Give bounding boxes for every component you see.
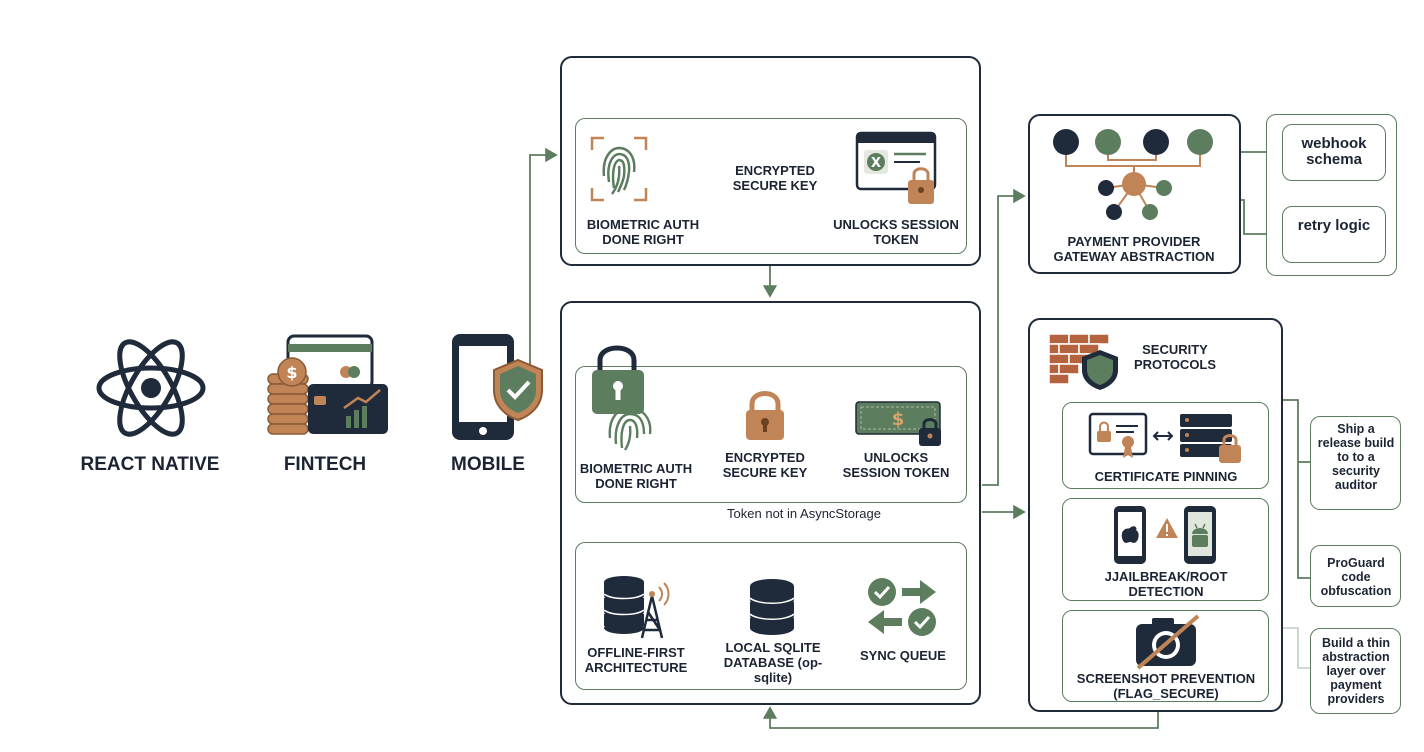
sync-queue-label: SYNC QUEUE: [860, 648, 946, 663]
jailbreak-detection-label: JJAILBREAK/ROOT DETECTION: [1104, 569, 1228, 599]
screenshot-prevention-label: SCREENSHOT PREVENTION (FLAG_SECURE): [1076, 671, 1256, 701]
encrypted-key-label-mid: ENCRYPTED SECURE KEY: [722, 450, 808, 480]
padlock-fingerprint-icon: [592, 345, 652, 451]
offline-first-label: OFFLINE-FIRST ARCHITECTURE: [584, 645, 688, 675]
proguard-note: [1310, 545, 1401, 607]
fintech-icon: $: [267, 334, 388, 435]
unlocks-session-label-mid: UNLOCKS SESSION TOKEN: [842, 450, 950, 480]
biometric-auth-label-mid: BIOMETRIC AUTH DONE RIGHT: [579, 461, 693, 491]
svg-text:$: $: [892, 409, 905, 430]
payment-gateway-label: PAYMENT PROVIDER GATEWAY ABSTRACTION: [1053, 234, 1215, 264]
local-sqlite-label: LOCAL SQLITE DATABASE (op-sqlite): [723, 640, 823, 685]
mobile-label: MOBILE: [451, 454, 525, 475]
certificate-server-icon: [1088, 412, 1241, 463]
webhook-schema-box[interactable]: [1282, 124, 1386, 181]
jailbreak-phones-icon: [1114, 506, 1216, 564]
camera-blocked-icon: [1136, 614, 1200, 670]
sync-queue-icon: [868, 578, 936, 636]
retry-logic-label: retry logic: [1297, 217, 1371, 234]
abstraction-layer-label: Build a thin abstraction layer over paym…: [1321, 636, 1391, 706]
database-antenna-icon: [603, 576, 670, 639]
mobile-shield-icon: [452, 334, 543, 440]
abstraction-layer-note: [1310, 628, 1401, 714]
release-audit-note: [1310, 416, 1401, 510]
security-protocols-label: SECURITY PROTOCOLS: [1133, 342, 1217, 372]
proguard-label: ProGuard code obfuscation: [1320, 556, 1392, 598]
biometric-auth-label-top: BIOMETRIC AUTH DONE RIGHT: [586, 217, 700, 247]
svg-text:$: $: [286, 363, 297, 382]
release-audit-label: Ship a release build to to a security au…: [1317, 422, 1395, 492]
svg-text:X: X: [871, 156, 881, 171]
fintech-label: FINTECH: [283, 454, 367, 475]
firewall-shield-icon: [1048, 333, 1118, 390]
react-native-label: REACT NATIVE: [80, 454, 220, 475]
jailbreak-detection-card: [1062, 498, 1269, 601]
fingerprint-icon: [590, 136, 648, 202]
react-atom-icon: [96, 339, 206, 437]
session-browser-lock-icon: X: [855, 131, 937, 204]
copper-padlock-icon: [746, 391, 784, 440]
retry-logic-box[interactable]: [1282, 206, 1386, 263]
webhook-schema-label: webhook schema: [1301, 135, 1367, 168]
token-note: Token not in AsyncStorage: [718, 506, 890, 521]
sqlite-database-icon: [749, 579, 795, 635]
encrypted-key-label-top: ENCRYPTED SECURE KEY: [732, 163, 818, 193]
token-bill-lock-icon: $: [855, 401, 941, 446]
payment-network-icon: [1053, 129, 1213, 220]
certificate-pinning-label: CERTIFICATE PINNING: [1094, 469, 1238, 484]
unlocks-session-label-top: UNLOCKS SESSION TOKEN: [833, 217, 959, 247]
